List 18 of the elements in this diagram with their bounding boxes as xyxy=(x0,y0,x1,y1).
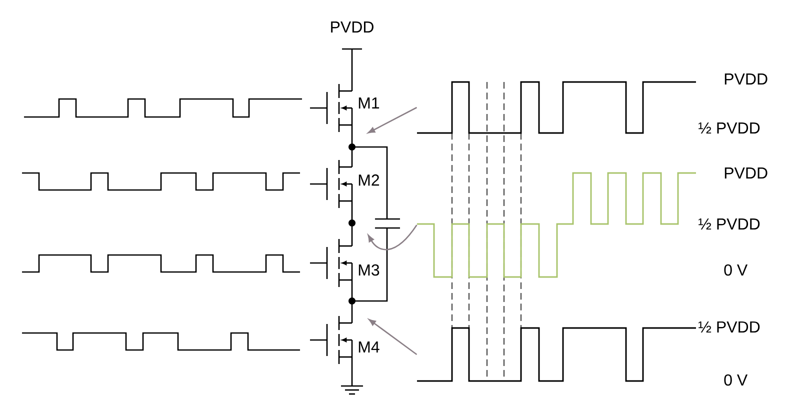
transistor-label: M3 xyxy=(358,264,380,276)
level-label: PVDD xyxy=(724,74,768,84)
transistor-label: M2 xyxy=(358,174,380,186)
transistor-label: M4 xyxy=(358,342,380,352)
waveform-drawing xyxy=(417,327,696,382)
arrow xyxy=(368,319,418,356)
waveform-drawing xyxy=(417,81,696,134)
supply-label: PVDD xyxy=(331,22,374,32)
level-label: PVDD xyxy=(724,168,768,178)
transistor-label: M1 xyxy=(358,98,380,108)
level-label: 0 V xyxy=(724,264,748,276)
arrow xyxy=(368,224,418,250)
level-label: 0 V xyxy=(724,374,748,386)
waveform-drawing xyxy=(417,172,696,278)
level-label: ½ PVDD xyxy=(698,218,760,230)
level-label: ½ PVDD xyxy=(698,122,760,134)
arrow xyxy=(368,106,418,134)
level-label: ½ PVDD xyxy=(698,322,760,332)
